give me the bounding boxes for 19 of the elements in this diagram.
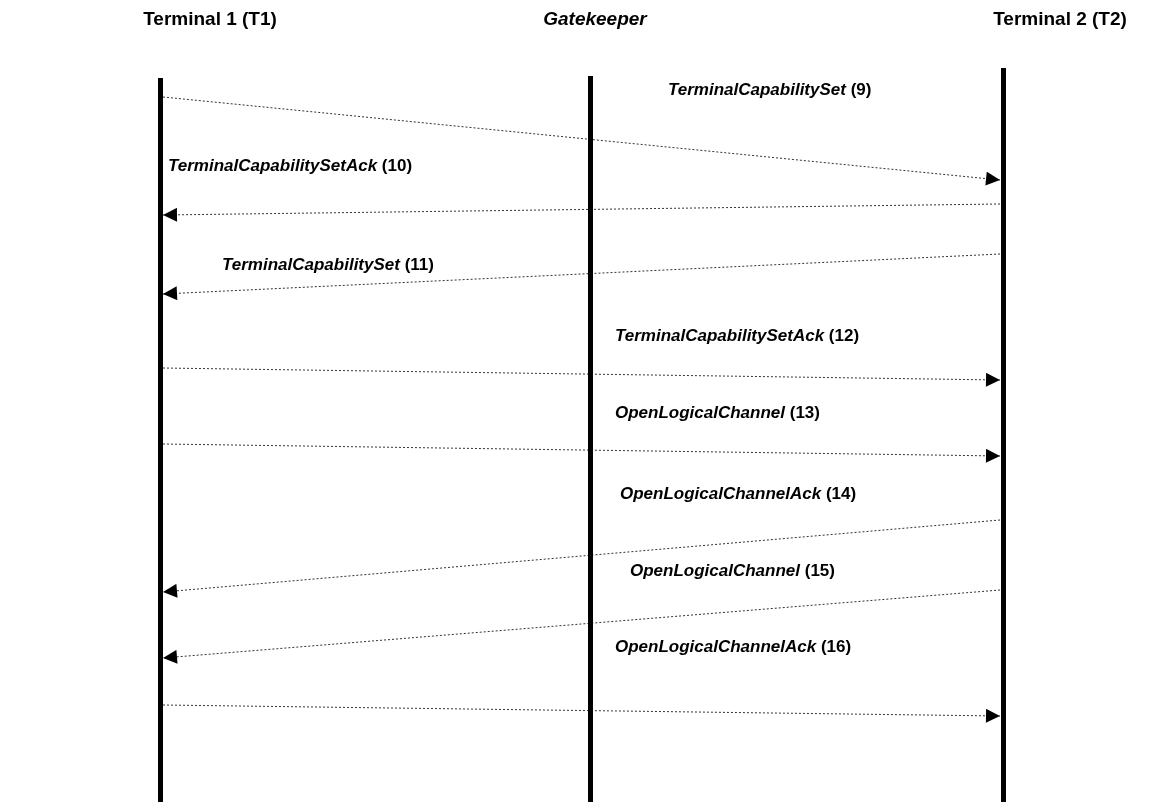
edge-label: TerminalCapabilitySetAck (12) xyxy=(615,326,860,346)
edge-label: OpenLogicalChannel (15) xyxy=(630,561,835,581)
edge-label: TerminalCapabilitySetAck (10) xyxy=(168,156,413,176)
edge-label: OpenLogicalChannelAck (14) xyxy=(620,484,857,504)
participant-name: Terminal 1 (T1) xyxy=(142,8,278,30)
message-arrow xyxy=(162,96,1001,186)
edge-label: OpenLogicalChannel (13) xyxy=(615,403,820,423)
message-arrow xyxy=(162,203,1001,222)
participant-name: Terminal 2 (T2) xyxy=(992,8,1128,30)
edge-label: TerminalCapabilitySet (9) xyxy=(668,80,872,100)
message-arrow xyxy=(162,367,1001,387)
participant-name: Gatekeeper xyxy=(542,8,649,30)
edge-label: OpenLogicalChannelAck (16) xyxy=(615,637,852,657)
message-arrow xyxy=(162,443,1001,463)
message-arrow xyxy=(162,253,1001,301)
message-arrow xyxy=(162,519,1001,598)
message-arrow xyxy=(162,589,1001,664)
message-arrow xyxy=(162,704,1001,723)
edge-label: TerminalCapabilitySet (11) xyxy=(222,255,434,275)
